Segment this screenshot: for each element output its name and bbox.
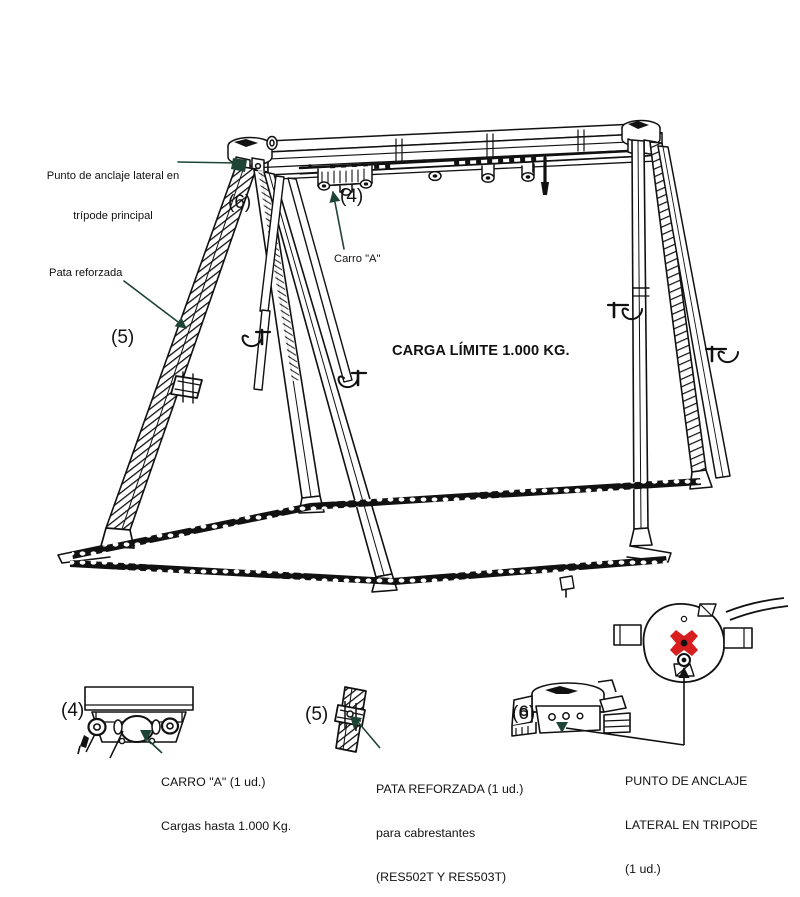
- detail-trolley-text: CARRO "A" (1 ud.) Cargas hasta 1.000 Kg.: [161, 775, 292, 834]
- right-outer-leg: [657, 145, 731, 479]
- leader-detail-trolley-lever: [85, 733, 96, 753]
- detail-view-trolley: [77, 686, 194, 759]
- center-ground-anchor: [559, 575, 575, 598]
- carga-limite-note: CARGA LÍMITE 1.000 KG.: [392, 343, 570, 359]
- leader-detail-leg-label: [357, 721, 381, 749]
- leg-hook-latch-far-right: [704, 345, 739, 364]
- detail-reinforced-leg-text: PATA REFORZADA (1 ud.) para cabrestantes…: [376, 782, 524, 884]
- leg-hook-latch-center: [337, 369, 368, 389]
- ground-chains: [70, 478, 701, 585]
- red-cross-marker: [670, 630, 698, 656]
- detail-anchor-point-text: PUNTO DE ANCLAJE LATERAL EN TRIPODE (1 u…: [625, 774, 758, 876]
- right-rear-leg: [649, 141, 713, 490]
- callout-anchor-point-label: Punto de anclaje lateral en trípode prin…: [46, 170, 180, 223]
- leader-detail-anchor-horizontal: [565, 727, 685, 746]
- main-gantry-assembly: [57, 119, 739, 598]
- left-middle-leg: [263, 171, 398, 593]
- leader-trolley: [329, 190, 345, 250]
- leader-detail-trolley-wheel: [109, 730, 124, 759]
- detail-view-reinforced-leg: [334, 686, 381, 753]
- leg-hook-latch-right: [606, 301, 643, 321]
- leader-reinforced-leg: [123, 280, 187, 329]
- detail-number-4: (4): [61, 700, 85, 721]
- leader-detail-trolley-label: [144, 736, 163, 754]
- detail-leg-marker: [350, 716, 362, 729]
- anchor-highlight-marker: [556, 722, 568, 733]
- callout-reinforced-leg-label: Pata reforzada: [49, 267, 123, 279]
- tripod-head-top-view: [613, 597, 789, 683]
- leader-anchor-point: [177, 161, 239, 164]
- anchor-point-highlight: [231, 158, 247, 172]
- callout-number-6-main: (6): [228, 192, 252, 213]
- detail-number-6: (6): [512, 703, 536, 724]
- callout-number-4-main: (4): [340, 186, 364, 207]
- trolley-carro-a: [317, 165, 373, 196]
- beam-runner-blocks: [428, 156, 549, 195]
- main-beam: [245, 123, 663, 181]
- center-rear-legs: [253, 175, 353, 391]
- detail-trolley-marker: [140, 730, 152, 742]
- leader-lines-main: [123, 161, 345, 329]
- detail-view-anchor-point: [511, 597, 789, 746]
- tripod-head-side-view: [511, 679, 631, 737]
- leg-hook-latch-left: [241, 328, 272, 348]
- callout-number-5-main: (5): [111, 327, 135, 348]
- detail-number-5: (5): [305, 704, 329, 725]
- callout-trolley-label: Carro "A": [334, 253, 381, 265]
